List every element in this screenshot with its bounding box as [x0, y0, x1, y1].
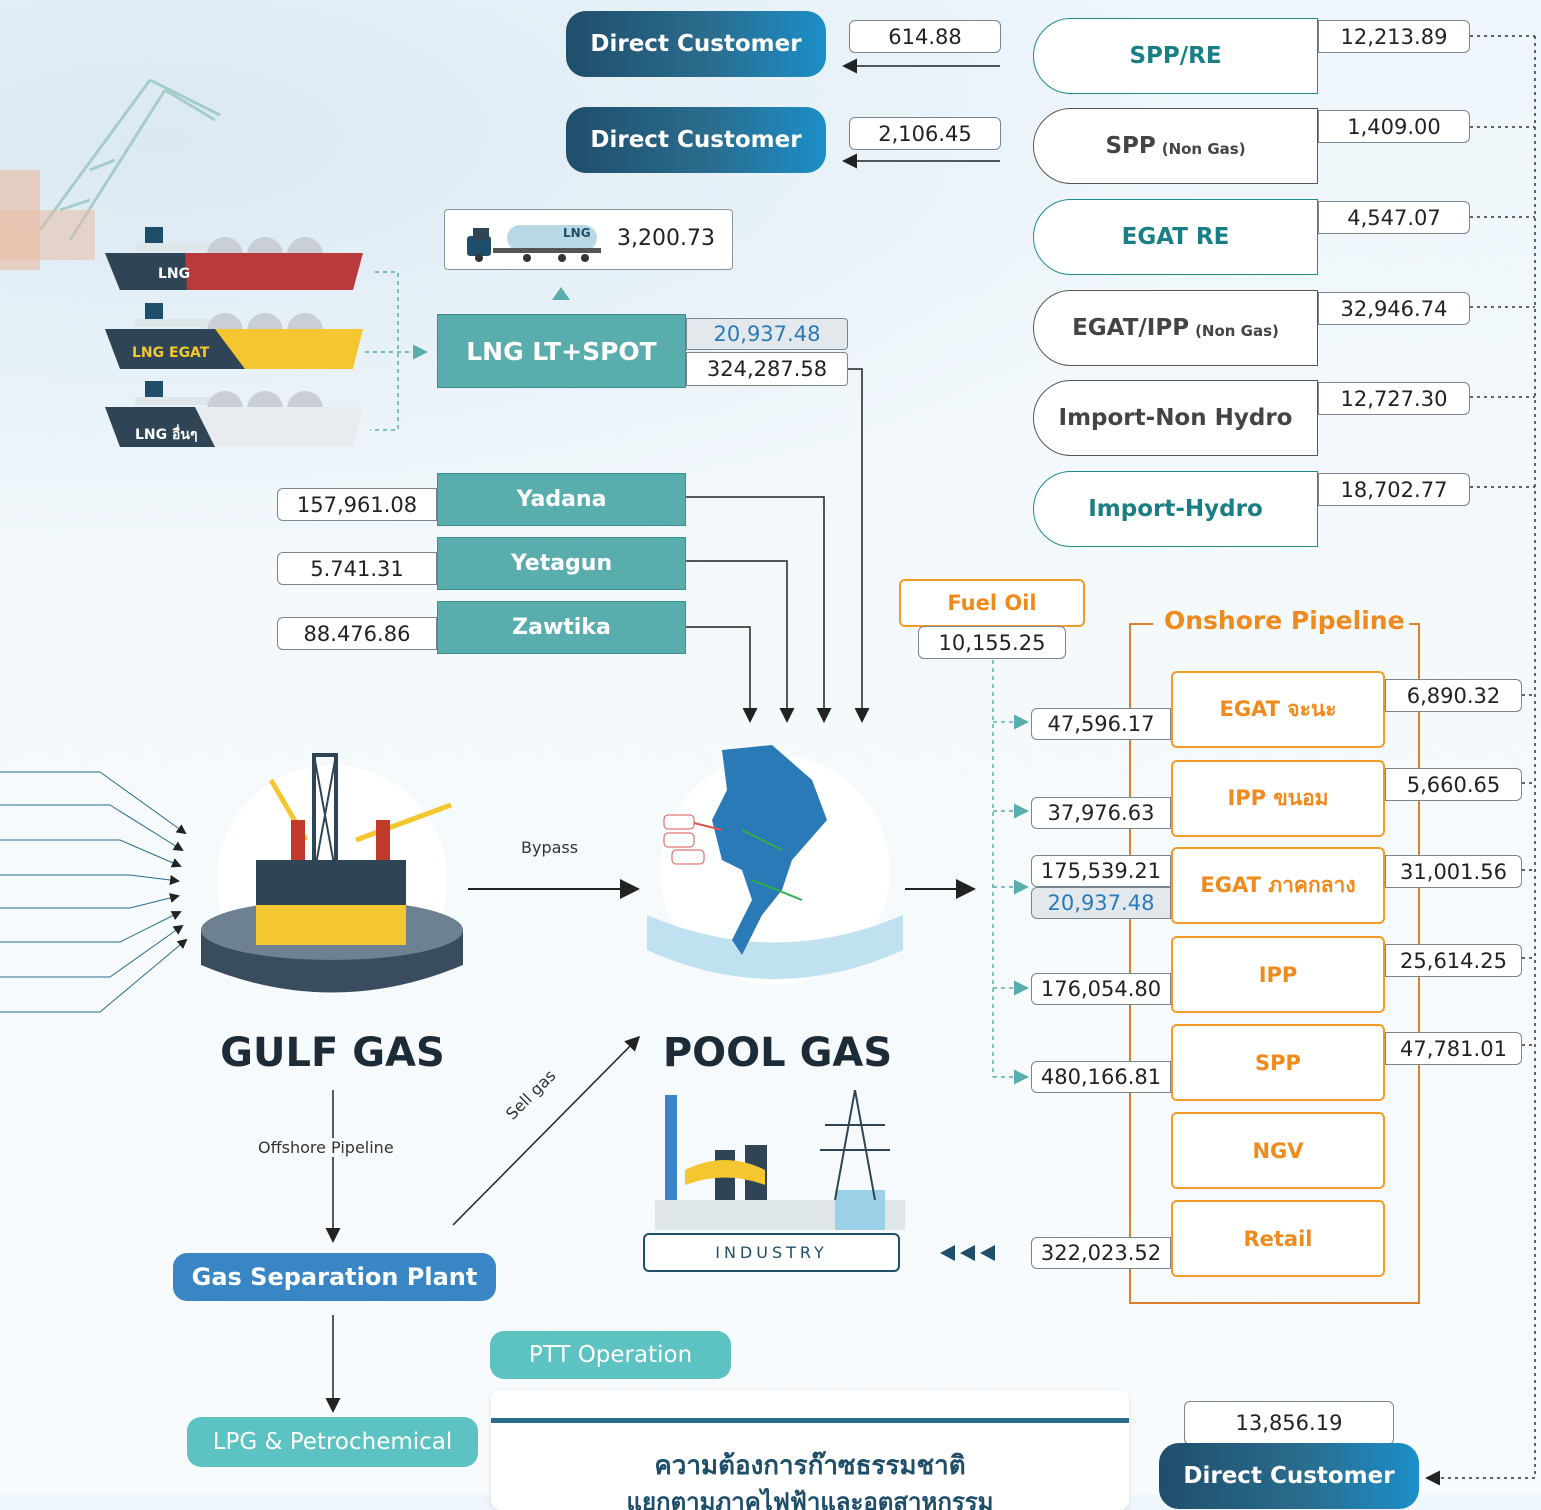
demand-title: ความต้องการก๊าซธรรมชาติ — [654, 1451, 966, 1481]
yadana-box[interactable]: Yadana — [437, 473, 686, 526]
onshore-left-value-2: 175,539.21 — [1031, 855, 1171, 887]
source-box-4[interactable]: Import-Non Hydro — [1033, 380, 1318, 456]
demand-card: ความต้องการก๊าซธรรมชาติ แยกตามภาคไฟฟ้าแล… — [491, 1390, 1129, 1510]
lng-truck-icon — [467, 225, 601, 262]
ship-label-ptt: LNG — [158, 266, 191, 282]
direct-customer-3-value: 13,856.19 — [1184, 1401, 1394, 1445]
direct-customer-3-label: Direct Customer — [1183, 1463, 1395, 1489]
pool-gas-title: POOL GAS — [662, 1030, 893, 1076]
direct-customer-2-label: Direct Customer — [590, 127, 802, 153]
onshore-right-value-0: 6,890.32 — [1385, 679, 1522, 712]
lng-value-blue: 20,937.48 — [686, 318, 848, 350]
source-value-4: 12,727.30 — [1318, 382, 1470, 415]
industry-label: INDUSTRY — [643, 1233, 900, 1272]
zawtika-box[interactable]: Zawtika — [437, 601, 686, 654]
onshore-pipeline-title: Onshore Pipeline — [1160, 606, 1409, 635]
onshore-item-3[interactable]: IPP — [1171, 936, 1385, 1013]
direct-customer-1-label: Direct Customer — [590, 31, 802, 57]
onshore-right-value-4: 47,781.01 — [1385, 1032, 1522, 1065]
direct-customer-1[interactable]: Direct Customer — [566, 11, 826, 77]
source-sublabel: (Non Gas) — [1161, 140, 1246, 158]
lng-truck-value: 3,200.73 — [617, 226, 715, 251]
source-label: SPP/RE — [1129, 43, 1222, 69]
onshore-right-value-1: 5,660.65 — [1385, 768, 1522, 801]
source-box-1[interactable]: SPP (Non Gas) — [1033, 108, 1318, 184]
source-value-2: 4,547.07 — [1318, 201, 1470, 234]
ptt-operation-badge: PTT Operation — [490, 1331, 731, 1379]
industry-illustration — [655, 1090, 905, 1230]
onshore-left-value-0: 47,596.17 — [1031, 708, 1171, 740]
onshore-item-1[interactable]: IPP ขนอม — [1171, 760, 1385, 837]
source-box-3[interactable]: EGAT/IPP (Non Gas) — [1033, 290, 1318, 366]
fuel-oil-value: 10,155.25 — [918, 626, 1066, 659]
source-label: EGAT RE — [1121, 224, 1230, 250]
lng-truck-tank-label: LNG — [563, 226, 591, 240]
ship-label-other: LNG อื่นๆ — [135, 427, 198, 443]
port-crane-illustration — [0, 78, 221, 270]
direct-customer-2[interactable]: Direct Customer — [566, 107, 826, 173]
onshore-left-value-6: 322,023.52 — [1031, 1237, 1171, 1269]
onshore-left-value-blue-2: 20,937.48 — [1031, 887, 1171, 919]
onshore-left-value-1: 37,976.63 — [1031, 797, 1171, 829]
onshore-item-4[interactable]: SPP — [1171, 1024, 1385, 1101]
onshore-item-0[interactable]: EGAT จะนะ — [1171, 671, 1385, 748]
lpg-petrochemical[interactable]: LPG & Petrochemical — [187, 1417, 478, 1467]
lng-truck-box: LNG 3,200.73 — [444, 209, 733, 270]
source-label: SPP — [1105, 133, 1156, 159]
source-box-5[interactable]: Import-Hydro — [1033, 471, 1318, 547]
direct-customer-1-value: 614.88 — [849, 20, 1001, 53]
source-value-0: 12,213.89 — [1318, 20, 1470, 53]
source-value-5: 18,702.77 — [1318, 473, 1470, 506]
source-label: Import-Hydro — [1088, 496, 1263, 522]
zawtika-value: 88.476.86 — [277, 617, 437, 650]
onshore-item-2[interactable]: EGAT ภาคกลาง — [1171, 847, 1385, 924]
source-value-3: 32,946.74 — [1318, 292, 1470, 325]
onshore-right-value-2: 31,001.56 — [1385, 855, 1522, 888]
source-box-2[interactable]: EGAT RE — [1033, 199, 1318, 275]
onshore-left-value-4: 480,166.81 — [1031, 1061, 1171, 1093]
demand-subtitle: แยกตามภาคไฟฟ้าและอุตสาหกรรม — [626, 1488, 994, 1510]
lng-ships-illustration — [105, 227, 363, 447]
direct-customer-2-value: 2,106.45 — [849, 117, 1001, 150]
onshore-item-5[interactable]: NGV — [1171, 1112, 1385, 1189]
gas-separation-plant[interactable]: Gas Separation Plant — [173, 1253, 496, 1301]
demand-card-rule — [491, 1418, 1129, 1423]
onshore-item-6[interactable]: Retail — [1171, 1200, 1385, 1277]
lng-value: 324,287.58 — [686, 352, 848, 386]
fuel-oil-box[interactable]: Fuel Oil — [899, 579, 1085, 627]
source-label: Import-Non Hydro — [1058, 405, 1293, 431]
source-sublabel: (Non Gas) — [1195, 322, 1279, 340]
gulf-gas-platform-icon — [201, 753, 463, 995]
yadana-value: 157,961.08 — [277, 488, 437, 521]
yetagun-value: 5.741.31 — [277, 552, 437, 585]
source-value-1: 1,409.00 — [1318, 110, 1470, 143]
onshore-left-value-3: 176,054.80 — [1031, 973, 1171, 1005]
lng-lt-spot-box[interactable]: LNG LT+SPOT — [437, 314, 686, 388]
gulf-gas-title: GULF GAS — [220, 1030, 445, 1076]
pool-gas-thailand-map — [647, 745, 903, 985]
onshore-right-value-3: 25,614.25 — [1385, 944, 1522, 977]
yetagun-box[interactable]: Yetagun — [437, 537, 686, 590]
ship-label-egat: LNG EGAT — [132, 345, 210, 361]
bypass-label: Bypass — [521, 838, 579, 857]
source-box-0[interactable]: SPP/RE — [1033, 18, 1318, 94]
source-label: EGAT/IPP — [1072, 315, 1190, 341]
direct-customer-3[interactable]: Direct Customer — [1159, 1443, 1419, 1509]
offshore-pipeline-label: Offshore Pipeline — [258, 1138, 394, 1157]
